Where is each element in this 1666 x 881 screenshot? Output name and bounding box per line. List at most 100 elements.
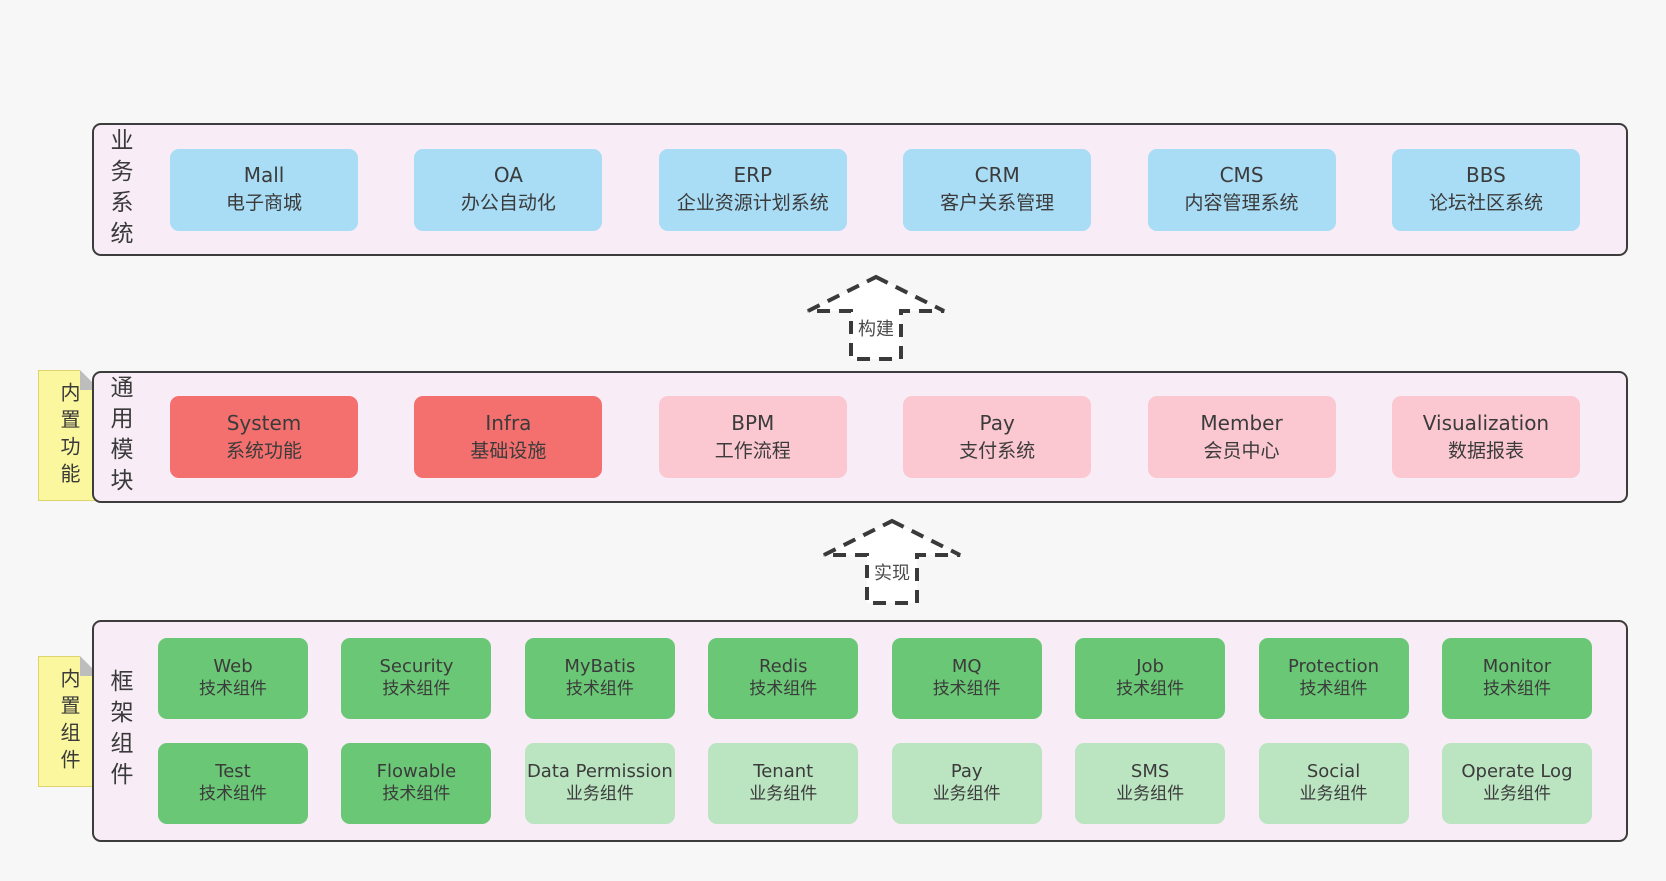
box-desc: 支付系统 [959,439,1036,462]
box-name: Pay [979,410,1015,435]
box-desc: 会员中心 [1203,439,1280,462]
box-name: Data Permission [526,760,673,782]
box-name: Pay [950,760,983,782]
box-social: Social 业务组件 [1258,743,1409,824]
arrow-implement: 实现 [821,518,963,606]
box-erp: ERP 企业资源计划系统 [658,148,847,231]
box-desc: 技术组件 [1482,679,1551,700]
box-name: BPM [731,410,775,435]
sticky-note-built-in-components: 内置组件 [38,656,100,787]
box-name: MyBatis [564,655,636,677]
box-desc: 业务组件 [1299,784,1368,805]
arrow-label: 实现 [871,558,913,586]
box-visualization: Visualization 数据报表 [1391,396,1580,478]
components-row-1: Web 技术组件 Security 技术组件 MyBatis 技术组件 Redi… [158,638,1592,719]
box-desc: 工作流程 [714,439,791,462]
sticky-note-label: 内置组件 [57,667,81,776]
box-desc: 技术组件 [1299,679,1368,700]
band-common-modules: 通用模块 System 系统功能 Infra 基础设施 BPM 工作流程 Pay… [92,371,1628,503]
box-desc: 技术组件 [565,679,634,700]
box-oa: OA 办公自动化 [414,148,603,231]
box-name: Test [215,760,251,782]
box-desc: 办公自动化 [460,192,556,215]
box-desc: 数据报表 [1447,439,1524,462]
box-name: Operate Log [1461,760,1573,782]
box-desc: 客户关系管理 [940,192,1055,215]
box-desc: 企业资源计划系统 [676,192,829,215]
box-monitor: Monitor 技术组件 [1441,638,1592,719]
box-desc: 技术组件 [1116,679,1185,700]
box-desc: 电子商城 [225,192,302,215]
box-test: Test 技术组件 [158,743,308,824]
box-name: Mall [243,163,285,188]
box-redis: Redis 技术组件 [708,638,859,719]
band-boxes: System 系统功能 Infra 基础设施 BPM 工作流程 Pay 支付系统… [130,373,1626,501]
box-bbs: BBS 论坛社区系统 [1391,148,1580,231]
box-name: ERP [733,163,773,188]
box-bpm: BPM 工作流程 [658,396,847,478]
arrow-label: 构建 [855,314,897,342]
box-name: Tenant [753,760,814,782]
box-desc: 论坛社区系统 [1428,192,1543,215]
box-name: Visualization [1422,410,1550,435]
sticky-note-built-in-features: 内置功能 [38,370,100,501]
band-boxes: Mall 电子商城 OA 办公自动化 ERP 企业资源计划系统 CRM 客户关系… [130,125,1626,254]
band-label: 业务系统 [106,127,132,252]
box-web: Web 技术组件 [158,638,308,719]
box-system: System 系统功能 [170,396,358,478]
box-pay-component: Pay 业务组件 [891,743,1042,824]
box-name: Infra [485,410,532,435]
box-name: Redis [758,655,808,677]
box-desc: 业务组件 [1116,784,1185,805]
sticky-note-label: 内置功能 [57,381,81,490]
box-desc: 技术组件 [932,679,1001,700]
box-name: Member [1200,410,1283,435]
box-job: Job 技术组件 [1075,638,1226,719]
box-name: Monitor [1482,655,1552,677]
box-desc: 技术组件 [199,784,267,805]
box-tenant: Tenant 业务组件 [708,743,859,824]
band-business-systems: 业务系统 Mall 电子商城 OA 办公自动化 ERP 企业资源计划系统 CRM… [92,123,1628,256]
arrow-build: 构建 [805,274,947,362]
box-pay-module: Pay 支付系统 [903,396,1092,478]
box-data-permission: Data Permission 业务组件 [524,743,675,824]
box-member: Member 会员中心 [1147,396,1336,478]
box-operate-log: Operate Log 业务组件 [1441,743,1592,824]
band-label: 通用模块 [106,375,132,499]
band-framework-components: 框架组件 Web 技术组件 Security 技术组件 MyBatis 技术组件… [92,620,1628,842]
box-desc: 技术组件 [199,679,267,700]
box-name: MQ [951,655,982,677]
box-name: Flowable [376,760,457,782]
box-name: Security [379,655,454,677]
box-flowable: Flowable 技术组件 [341,743,492,824]
box-mall: Mall 电子商城 [170,148,358,231]
box-protection: Protection 技术组件 [1258,638,1409,719]
box-desc: 基础设施 [470,439,547,462]
box-desc: 业务组件 [749,784,818,805]
box-name: System [226,410,302,435]
box-name: Protection [1287,655,1380,677]
box-name: Social [1306,760,1361,782]
box-desc: 系统功能 [225,439,302,462]
box-desc: 业务组件 [565,784,634,805]
box-desc: 技术组件 [382,784,451,805]
box-mybatis: MyBatis 技术组件 [524,638,675,719]
box-sms: SMS 业务组件 [1075,743,1226,824]
box-cms: CMS 内容管理系统 [1147,148,1336,231]
box-crm: CRM 客户关系管理 [903,148,1092,231]
box-security: Security 技术组件 [341,638,492,719]
box-desc: 业务组件 [932,784,1001,805]
box-name: Job [1136,655,1164,677]
box-name: BBS [1466,163,1506,188]
box-mq: MQ 技术组件 [891,638,1042,719]
box-name: CRM [974,163,1020,188]
box-desc: 技术组件 [749,679,818,700]
box-name: SMS [1130,760,1170,782]
band-label: 框架组件 [106,669,132,793]
box-name: Web [213,655,253,677]
box-desc: 技术组件 [382,679,451,700]
box-name: CMS [1219,163,1264,188]
band-boxes-grid: Web 技术组件 Security 技术组件 MyBatis 技术组件 Redi… [130,622,1626,840]
box-desc: 业务组件 [1482,784,1551,805]
